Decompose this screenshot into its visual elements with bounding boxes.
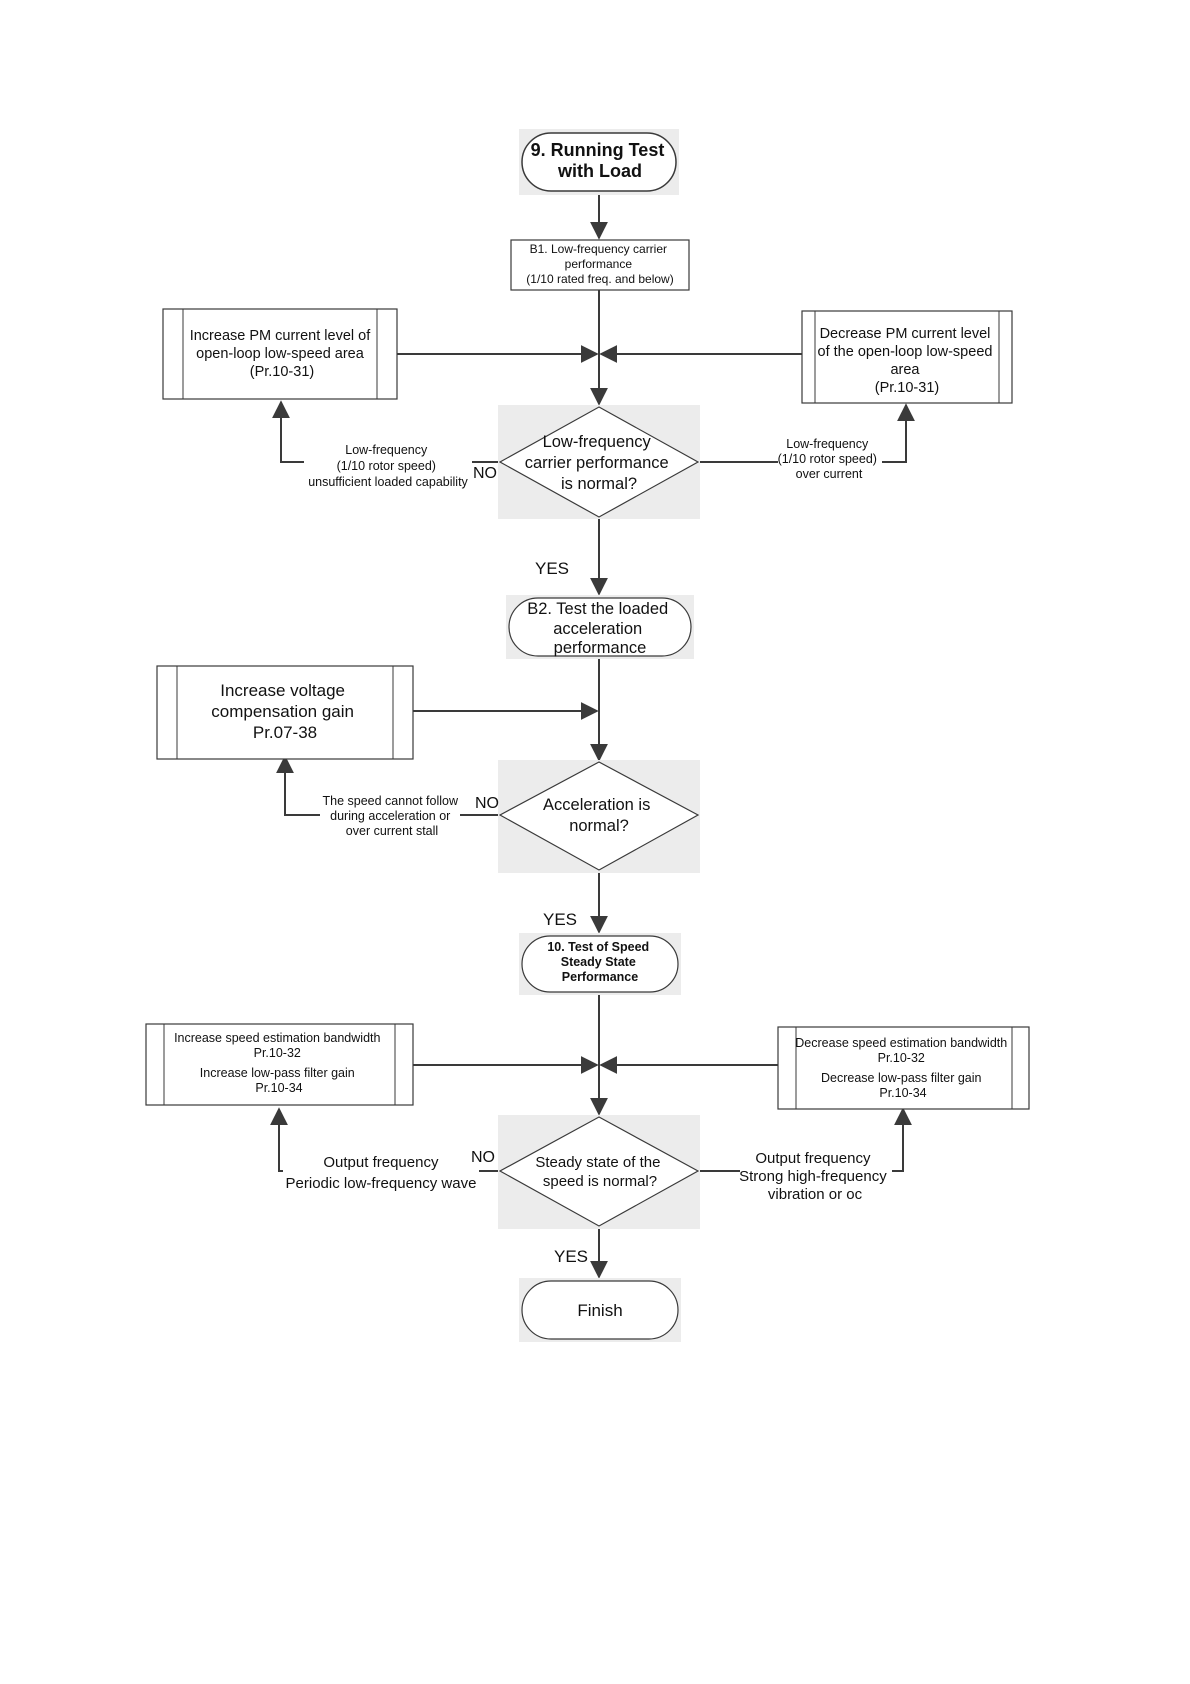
- decision1-left-note: Low-frequency (1/10 rotor speed) unsuffi…: [304, 440, 472, 490]
- d1-left-note-line: (1/10 rotor speed): [337, 459, 436, 473]
- decision1-no-label: NO: [473, 465, 497, 482]
- decision2-yes-label: YES: [543, 910, 577, 929]
- speed-increase-line: Increase low-pass filter gain: [200, 1066, 355, 1080]
- start-line: with Load: [557, 161, 642, 181]
- pm-increase-line: open-loop low-speed area: [196, 346, 365, 362]
- svg-text:B1. Low-frequency carrier: B1. Low-frequency carrier performance (1…: [526, 242, 673, 286]
- decision1-yes-label: YES: [535, 559, 569, 578]
- decision3-yes-label: YES: [554, 1247, 588, 1266]
- decision1-line: Low-frequency: [543, 433, 652, 451]
- speed-increase-line: Pr.10-32: [254, 1046, 301, 1060]
- d1-right-note-line: over current: [796, 467, 863, 481]
- svg-text:Output frequency Periodi: Output frequency Periodic low-frequency …: [286, 1154, 477, 1192]
- b1-line: (1/10 rated freq. and below): [526, 272, 673, 286]
- d3-right-note-line: Strong high-frequency: [739, 1168, 887, 1185]
- decision1-line: carrier performance: [525, 454, 669, 472]
- svg-text:10. Test of Speed Steady: 10. Test of Speed Steady State Performan…: [547, 940, 652, 984]
- d3-right-note-line: vibration or oc: [768, 1186, 863, 1203]
- decision3-line: speed is normal?: [543, 1173, 657, 1190]
- pm-increase-box: Increase PM current level of open-loop l…: [162, 308, 398, 400]
- decision2-left-note: The speed cannot follow during accelerat…: [320, 792, 462, 840]
- decision3-diamond: Steady state of the speed is normal?: [498, 1115, 700, 1229]
- voltage-comp-line: compensation gain: [211, 702, 354, 721]
- d1-right-note-line: Low-frequency: [786, 437, 869, 451]
- test10-line: Performance: [562, 970, 638, 984]
- decision2-line: Acceleration is: [543, 796, 650, 814]
- pm-decrease-line: area: [890, 362, 920, 378]
- svg-text:Increase PM current level of: Increase PM current level of open-loop l…: [190, 328, 375, 380]
- d1-right-note-line: (1/10 rotor speed): [778, 452, 877, 466]
- speed-decrease-line: Pr.10-32: [878, 1051, 925, 1065]
- voltage-comp-line: Increase voltage: [220, 681, 345, 700]
- svg-text:Increase speed estimation band: Increase speed estimation bandwidth Pr.1…: [174, 1031, 384, 1095]
- b2-terminator: B2. Test the loaded acceleration perform…: [506, 595, 694, 659]
- b1-process-box: B1. Low-frequency carrier performance (1…: [510, 239, 690, 291]
- speed-increase-line: Pr.10-34: [255, 1081, 302, 1095]
- voltage-comp-line: Pr.07-38: [253, 723, 317, 742]
- svg-text:Decrease speed estimation band: Decrease speed estimation bandwidth Pr.1…: [795, 1036, 1010, 1100]
- d1-left-note-line: unsufficient loaded capability: [308, 475, 468, 489]
- svg-text:Steady state of the spee: Steady state of the speed is normal?: [535, 1154, 664, 1190]
- decision3-left-note: Output frequency Periodic low-frequency …: [283, 1154, 479, 1194]
- start-line: 9. Running Test: [531, 140, 665, 160]
- finish-label: Finish: [577, 1301, 622, 1320]
- d3-right-note-line: Output frequency: [755, 1150, 871, 1167]
- d1-left-note-line: Low-frequency: [345, 443, 428, 457]
- svg-text:Low-frequency (1/10 roto: Low-frequency (1/10 rotor speed) unsuffi…: [308, 443, 468, 489]
- b1-line: performance: [565, 257, 633, 271]
- svg-text:Output frequency Strong: Output frequency Strong high-frequency v…: [739, 1150, 891, 1203]
- speed-decrease-line: Decrease low-pass filter gain: [821, 1071, 982, 1085]
- svg-text:Low-frequency carrier pe: Low-frequency carrier performance is nor…: [525, 433, 674, 493]
- pm-decrease-line: Decrease PM current level: [820, 326, 991, 342]
- decision3-no-label: NO: [471, 1149, 495, 1166]
- speed-increase-box: Increase speed estimation bandwidth Pr.1…: [145, 1023, 414, 1106]
- speed-decrease-line: Pr.10-34: [879, 1086, 926, 1100]
- speed-increase-line: Increase speed estimation bandwidth: [174, 1031, 380, 1045]
- voltage-compensation-box: Increase voltage compensation gain Pr.07…: [156, 665, 414, 760]
- svg-text:Acceleration is normal?: Acceleration is normal?: [543, 796, 655, 835]
- decision3-right-note: Output frequency Strong high-frequency v…: [739, 1149, 892, 1205]
- decision2-diamond: Acceleration is normal?: [498, 760, 700, 873]
- pm-decrease-line: of the open-loop low-speed: [818, 344, 993, 360]
- connectors: [270, 195, 915, 1279]
- d2-left-note-line: during acceleration or: [330, 809, 450, 823]
- b2-line: performance: [554, 639, 647, 657]
- decision1-right-arrow: [698, 403, 915, 463]
- d3-left-note-line: Periodic low-frequency wave: [286, 1175, 477, 1192]
- finish-terminator: Finish: [519, 1278, 681, 1342]
- b2-line: acceleration: [553, 620, 642, 638]
- start-terminator: 9. Running Test with Load: [519, 129, 679, 195]
- pm-decrease-line: (Pr.10-31): [875, 380, 939, 396]
- speed-decrease-line: Decrease speed estimation bandwidth: [795, 1036, 1007, 1050]
- svg-text:9. Running Test with Loa: 9. Running Test with Load: [531, 140, 670, 181]
- decision2-no-label: NO: [475, 795, 499, 812]
- d3-left-note-line: Output frequency: [323, 1154, 439, 1171]
- decision3-line: Steady state of the: [535, 1154, 660, 1171]
- svg-text:Decrease PM current level: Decrease PM current level of the open-lo…: [818, 326, 997, 396]
- decision1-diamond: Low-frequency carrier performance is nor…: [498, 405, 700, 519]
- d2-left-note-line: over current stall: [346, 824, 438, 838]
- decision1-line: is normal?: [561, 475, 637, 493]
- svg-text:Increase voltage compens: Increase voltage compensation gain Pr.07…: [211, 681, 358, 742]
- pm-increase-line: Increase PM current level of: [190, 328, 371, 344]
- test10-line: 10. Test of Speed: [547, 940, 649, 954]
- test10-terminator: 10. Test of Speed Steady State Performan…: [519, 933, 681, 995]
- d2-left-note-line: The speed cannot follow: [323, 794, 459, 808]
- svg-text:Low-frequency (1/10 roto: Low-frequency (1/10 rotor speed) over cu…: [778, 437, 881, 481]
- pm-increase-line: (Pr.10-31): [250, 364, 314, 380]
- test10-line: Steady State: [561, 955, 636, 969]
- b1-line: B1. Low-frequency carrier: [530, 242, 667, 256]
- b2-line: B2. Test the loaded: [527, 600, 668, 618]
- decision1-right-note: Low-frequency (1/10 rotor speed) over cu…: [778, 436, 882, 486]
- svg-text:The speed cannot follow: The speed cannot follow during accelerat…: [323, 794, 462, 838]
- speed-decrease-box: Decrease speed estimation bandwidth Pr.1…: [777, 1026, 1030, 1110]
- svg-text:B2. Test the loaded acce: B2. Test the loaded acceleration perform…: [527, 600, 673, 657]
- decision2-line: normal?: [569, 817, 629, 835]
- pm-decrease-box: Decrease PM current level of the open-lo…: [801, 310, 1013, 404]
